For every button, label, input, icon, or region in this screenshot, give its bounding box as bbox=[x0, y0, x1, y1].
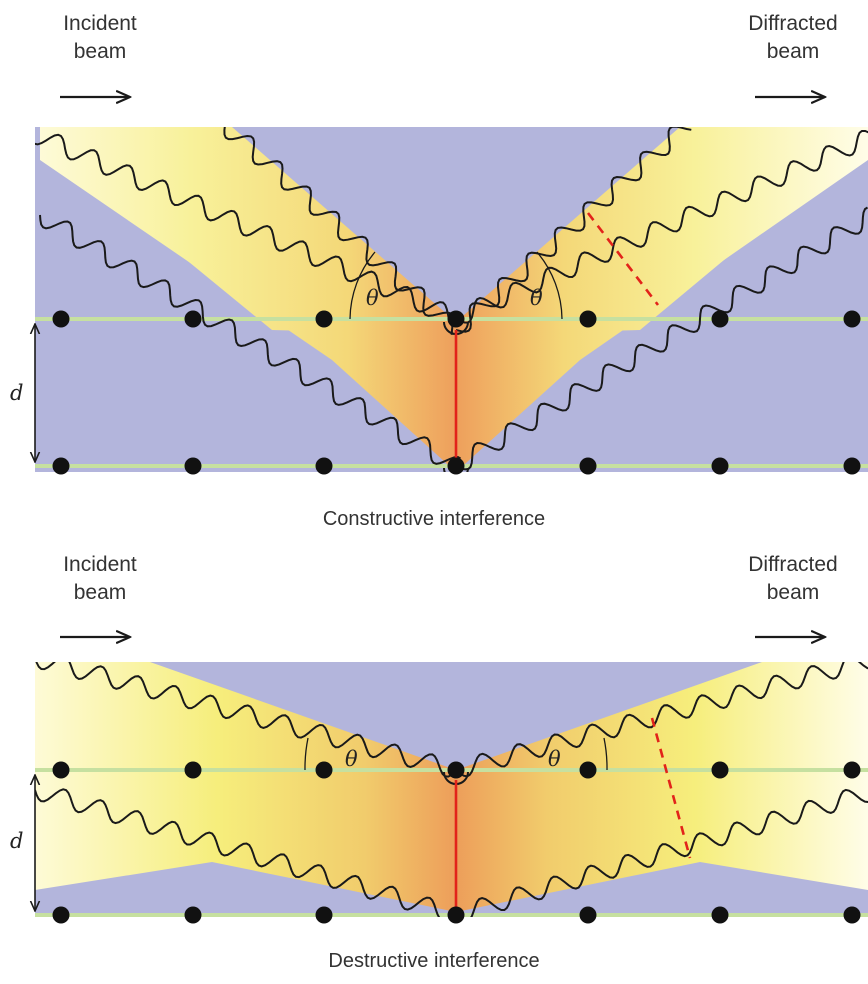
atom bbox=[52, 906, 70, 924]
diffracted-ray-lower bbox=[455, 788, 868, 917]
atom bbox=[184, 310, 202, 328]
incident-beam-label-line1: Incident bbox=[63, 553, 137, 576]
incident-ray-upper-inner bbox=[223, 127, 455, 335]
atom bbox=[711, 906, 729, 924]
atom bbox=[315, 761, 333, 779]
atom bbox=[184, 761, 202, 779]
atom bbox=[315, 457, 333, 475]
diffracted-beam-label-line2: beam bbox=[766, 40, 820, 63]
incident-beam-label-line2: beam bbox=[73, 581, 127, 604]
incident-beam-label: Incident beam bbox=[45, 551, 155, 607]
atom bbox=[184, 906, 202, 924]
incident-ray-lower bbox=[39, 214, 461, 465]
diffracted-ray-upper-inner bbox=[455, 127, 692, 333]
atom bbox=[843, 906, 861, 924]
atom bbox=[711, 457, 729, 475]
wave-rays bbox=[35, 662, 868, 917]
angle-arc-right bbox=[603, 737, 608, 771]
atom bbox=[52, 310, 70, 328]
atom bbox=[579, 310, 597, 328]
atom bbox=[579, 457, 597, 475]
atom bbox=[184, 457, 202, 475]
atom-row bbox=[52, 310, 861, 475]
atom bbox=[579, 906, 597, 924]
wavefront-dashed-line bbox=[586, 212, 660, 306]
constructive-panel: θ θ d bbox=[10, 97, 868, 475]
theta-label-left: θ bbox=[366, 286, 379, 310]
theta-label-left: θ bbox=[345, 747, 358, 771]
atom bbox=[315, 906, 333, 924]
wavefront-dashed-line bbox=[650, 717, 692, 859]
atom bbox=[447, 906, 465, 924]
incident-beam-label-line2: beam bbox=[73, 40, 127, 63]
diffracted-beam-label-line2: beam bbox=[766, 581, 820, 604]
incident-beam-label: Incident beam bbox=[45, 10, 155, 66]
diffracted-ray-upper bbox=[455, 662, 868, 778]
atom bbox=[315, 310, 333, 328]
diffracted-ray-upper bbox=[455, 130, 868, 324]
lower-beam-band bbox=[40, 127, 868, 472]
diffracted-ray-lower bbox=[455, 206, 868, 471]
atom bbox=[447, 457, 465, 475]
theta-label-right: θ bbox=[548, 747, 561, 771]
atom bbox=[843, 457, 861, 475]
angle-arc-left bbox=[304, 737, 309, 771]
caption-constructive: Constructive interference bbox=[322, 508, 546, 530]
diffracted-beam-label-line1: Diffracted bbox=[748, 553, 838, 576]
spacing-label: d bbox=[10, 381, 23, 405]
destructive-panel: θ θ d bbox=[10, 637, 868, 924]
diffracted-beam-label-line1: Diffracted bbox=[748, 12, 838, 35]
atom bbox=[843, 310, 861, 328]
caption-destructive: Destructive interference bbox=[328, 950, 540, 972]
incident-ray-upper bbox=[35, 133, 454, 327]
wave-rays bbox=[35, 127, 868, 472]
atom bbox=[52, 761, 70, 779]
incident-ray-lower bbox=[35, 788, 458, 917]
incident-ray-upper bbox=[35, 662, 457, 778]
incident-beam-label-line1: Incident bbox=[63, 12, 137, 35]
diffracted-beam-label: Diffracted beam bbox=[728, 551, 858, 607]
angle-arc-right bbox=[536, 251, 563, 320]
spacing-label: d bbox=[10, 829, 23, 853]
beam-band-top bbox=[35, 662, 868, 780]
angle-arc-left bbox=[349, 251, 376, 320]
atom bbox=[447, 761, 465, 779]
atom bbox=[711, 310, 729, 328]
atom-row bbox=[52, 761, 861, 924]
theta-label-right: θ bbox=[530, 286, 543, 310]
atom bbox=[711, 761, 729, 779]
atom bbox=[447, 310, 465, 328]
atom bbox=[579, 761, 597, 779]
diffracted-beam-label: Diffracted beam bbox=[728, 10, 858, 66]
atom bbox=[843, 761, 861, 779]
atom bbox=[52, 457, 70, 475]
